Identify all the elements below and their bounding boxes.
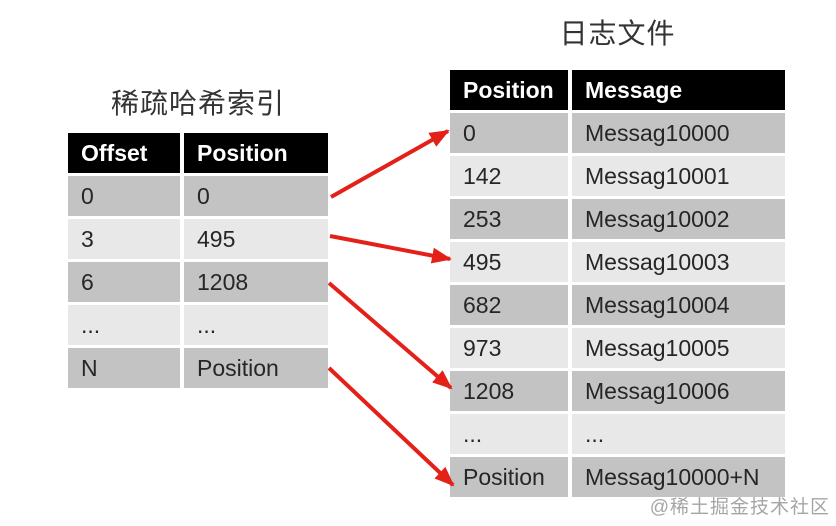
log-cell: 495 <box>450 242 568 282</box>
mapping-arrow-1208 <box>327 281 453 390</box>
log-cell: Messag10000+N <box>572 457 785 497</box>
log-cell: Messag10001 <box>572 156 785 196</box>
mapping-arrow-0 <box>330 129 450 199</box>
index-cell: ... <box>68 305 180 345</box>
index-table: Offset Position 0 0 3 495 6 1208 ... ...… <box>68 133 328 388</box>
log-cell: Messag10000 <box>572 113 785 153</box>
index-cell: 3 <box>68 219 180 259</box>
log-col-header-position: Position <box>450 70 568 110</box>
log-table: Position Message 0 Messag10000 142 Messa… <box>450 70 785 497</box>
log-cell: 1208 <box>450 371 568 411</box>
log-cell: Messag10002 <box>572 199 785 239</box>
index-col-header-position: Position <box>184 133 328 173</box>
index-cell: 0 <box>68 176 180 216</box>
log-cell: 973 <box>450 328 568 368</box>
log-table-title: 日志文件 <box>559 18 676 49</box>
log-cell: ... <box>572 414 785 454</box>
log-cell: Messag10006 <box>572 371 785 411</box>
mapping-arrow-Position <box>327 366 455 487</box>
mapping-arrow-495 <box>329 234 452 264</box>
index-cell: ... <box>184 305 328 345</box>
log-cell: Messag10003 <box>572 242 785 282</box>
log-cell: 0 <box>450 113 568 153</box>
log-cell: Position <box>450 457 568 497</box>
index-cell: 6 <box>68 262 180 302</box>
index-cell: 495 <box>184 219 328 259</box>
index-cell: Position <box>184 348 328 388</box>
index-cell: 0 <box>184 176 328 216</box>
log-cell: Messag10004 <box>572 285 785 325</box>
index-table-title: 稀疏哈希索引 <box>110 88 285 119</box>
index-cell: 1208 <box>184 262 328 302</box>
index-cell: N <box>68 348 180 388</box>
log-cell: 253 <box>450 199 568 239</box>
watermark: @稀土掘金技术社区 <box>649 497 830 518</box>
log-col-header-message: Message <box>572 70 785 110</box>
log-cell: 142 <box>450 156 568 196</box>
log-cell: ... <box>450 414 568 454</box>
index-col-header-offset: Offset <box>68 133 180 173</box>
log-cell: 682 <box>450 285 568 325</box>
log-cell: Messag10005 <box>572 328 785 368</box>
